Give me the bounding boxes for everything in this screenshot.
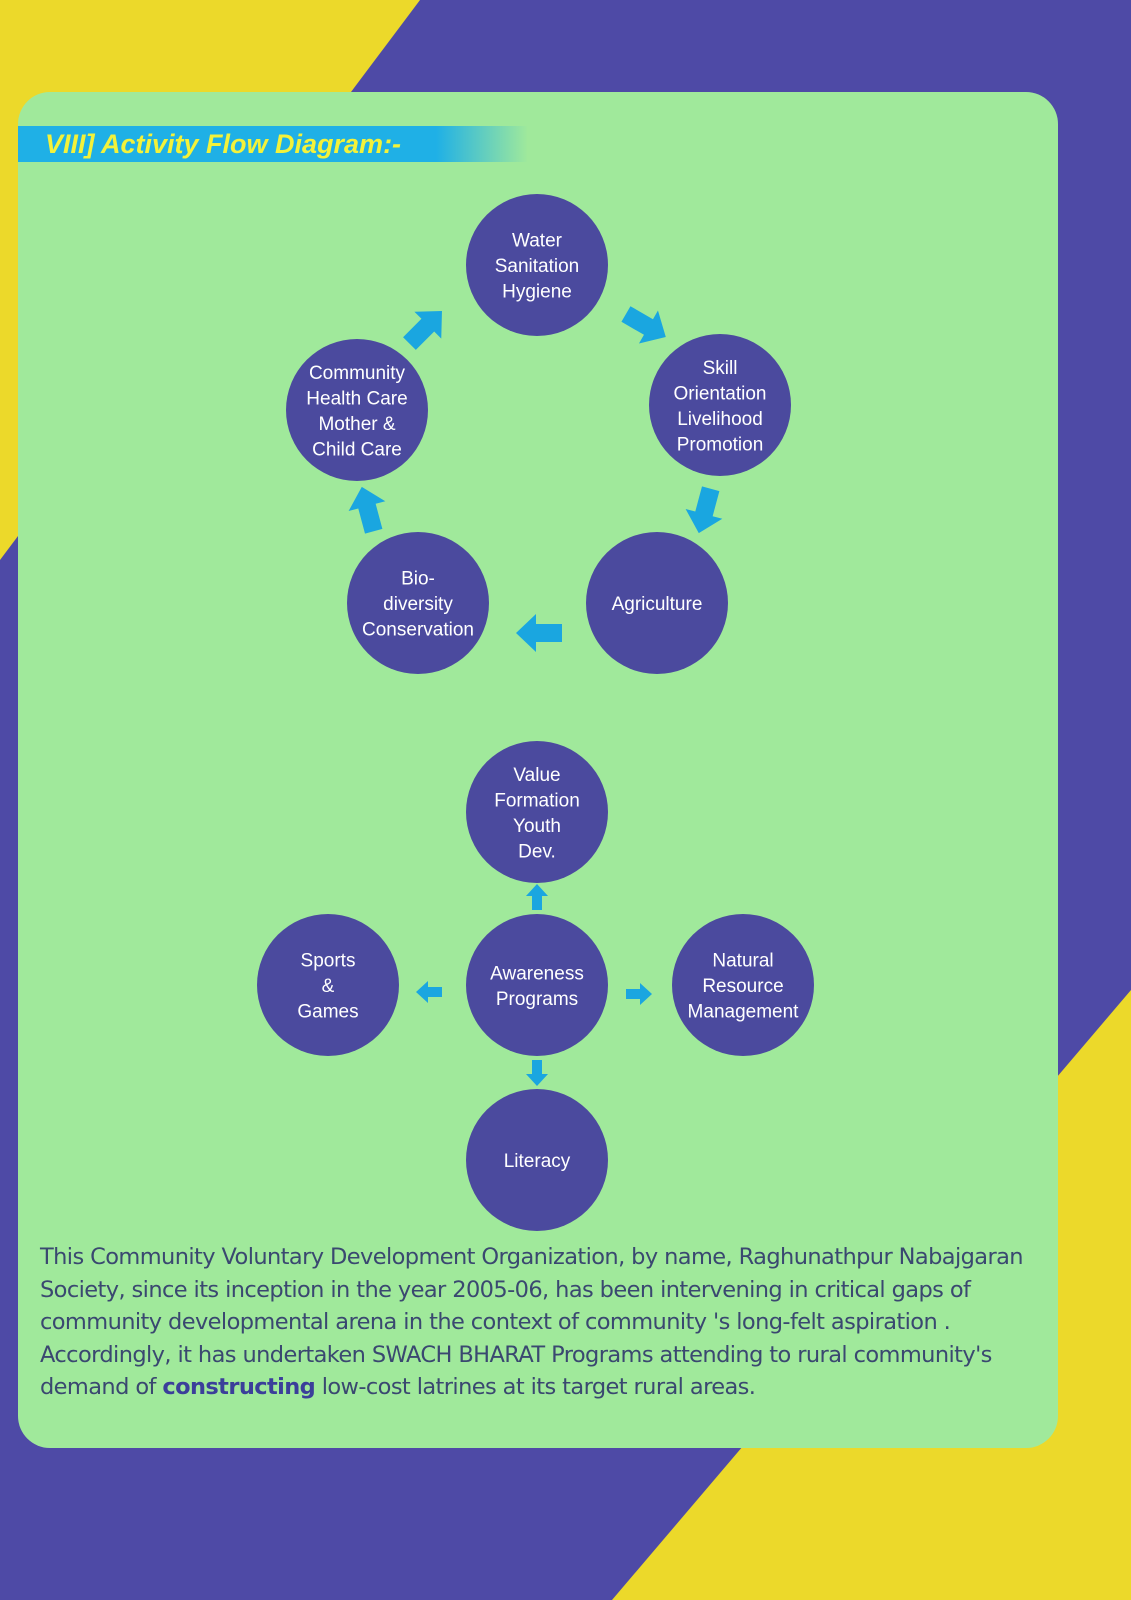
node-label-line: Sanitation	[495, 256, 580, 277]
arrow-health-to-water	[396, 297, 456, 357]
node-circle	[649, 334, 791, 476]
node-agriculture: Agriculture	[586, 532, 728, 674]
node-label-line: Health Care	[306, 388, 407, 409]
arrow-agriculture-to-biodiversity	[516, 614, 562, 652]
node-label-line: Youth	[513, 816, 561, 837]
title-brush-band	[18, 126, 528, 162]
node-circle	[286, 339, 428, 481]
arrow-to-value-formation	[526, 884, 548, 910]
node-label-line: Agriculture	[612, 594, 703, 615]
paragraph-bold-word: constructing	[162, 1374, 316, 1400]
node-label-line: Skill	[703, 358, 738, 379]
arrow-skill-to-agriculture	[680, 483, 730, 539]
paragraph-text: This Community Voluntary Development Org…	[40, 1244, 1024, 1400]
node-label-line: diversity	[383, 594, 453, 615]
node-label-line: Child Care	[312, 439, 402, 460]
arrow-to-literacy	[526, 1060, 548, 1086]
node-label-line: Value	[513, 765, 560, 786]
node-label: Agriculture	[612, 594, 703, 615]
node-literacy: Literacy	[466, 1089, 608, 1231]
node-label-line: Natural	[712, 951, 773, 972]
node-circle	[586, 532, 728, 674]
node-label-line: Mother &	[318, 414, 395, 435]
node-label-line: Sports	[301, 951, 356, 972]
node-label-line: Water	[512, 231, 563, 252]
paragraph-text-end: low-cost latrines at its target rural ar…	[315, 1374, 756, 1400]
node-label-line: Dev.	[518, 841, 556, 862]
node-label-line: Community	[309, 363, 406, 384]
node-label-line: Literacy	[504, 1151, 571, 1172]
node-label-line: Livelihood	[677, 409, 763, 430]
node-label: Sports & Games	[297, 951, 358, 1023]
arrow-to-sports	[416, 981, 442, 1003]
node-label-line: &	[322, 976, 335, 997]
arrow-biodiversity-to-health	[343, 481, 393, 537]
section-title: VIII] Activity Flow Diagram:-	[45, 129, 402, 159]
node-circle	[672, 914, 814, 1056]
node-label: Literacy	[504, 1151, 571, 1172]
node-circle	[466, 194, 608, 336]
arrow-water-to-skill	[616, 297, 676, 354]
node-label-line: Orientation	[674, 383, 767, 404]
node-circle	[466, 741, 608, 883]
node-sports-games: Sports & Games	[257, 914, 399, 1056]
node-circle	[257, 914, 399, 1056]
node-label-line: Resource	[702, 976, 783, 997]
node-label-line: Bio-	[401, 569, 435, 590]
node-label-line: Games	[297, 1002, 358, 1023]
node-label-line: Programs	[496, 989, 578, 1010]
arrow-to-natural-resource	[626, 983, 652, 1005]
description-paragraph: This Community Voluntary Development Org…	[40, 1241, 1050, 1404]
node-circle	[466, 1089, 608, 1231]
node-circle	[466, 914, 608, 1056]
node-label-line: Hygiene	[502, 282, 572, 303]
node-label-line: Promotion	[677, 434, 764, 455]
node-label-line: Management	[688, 1002, 800, 1023]
node-label-line: Conservation	[362, 620, 474, 641]
node-label-line: Formation	[494, 790, 580, 811]
node-circle	[347, 532, 489, 674]
node-label-line: Awareness	[490, 963, 584, 984]
